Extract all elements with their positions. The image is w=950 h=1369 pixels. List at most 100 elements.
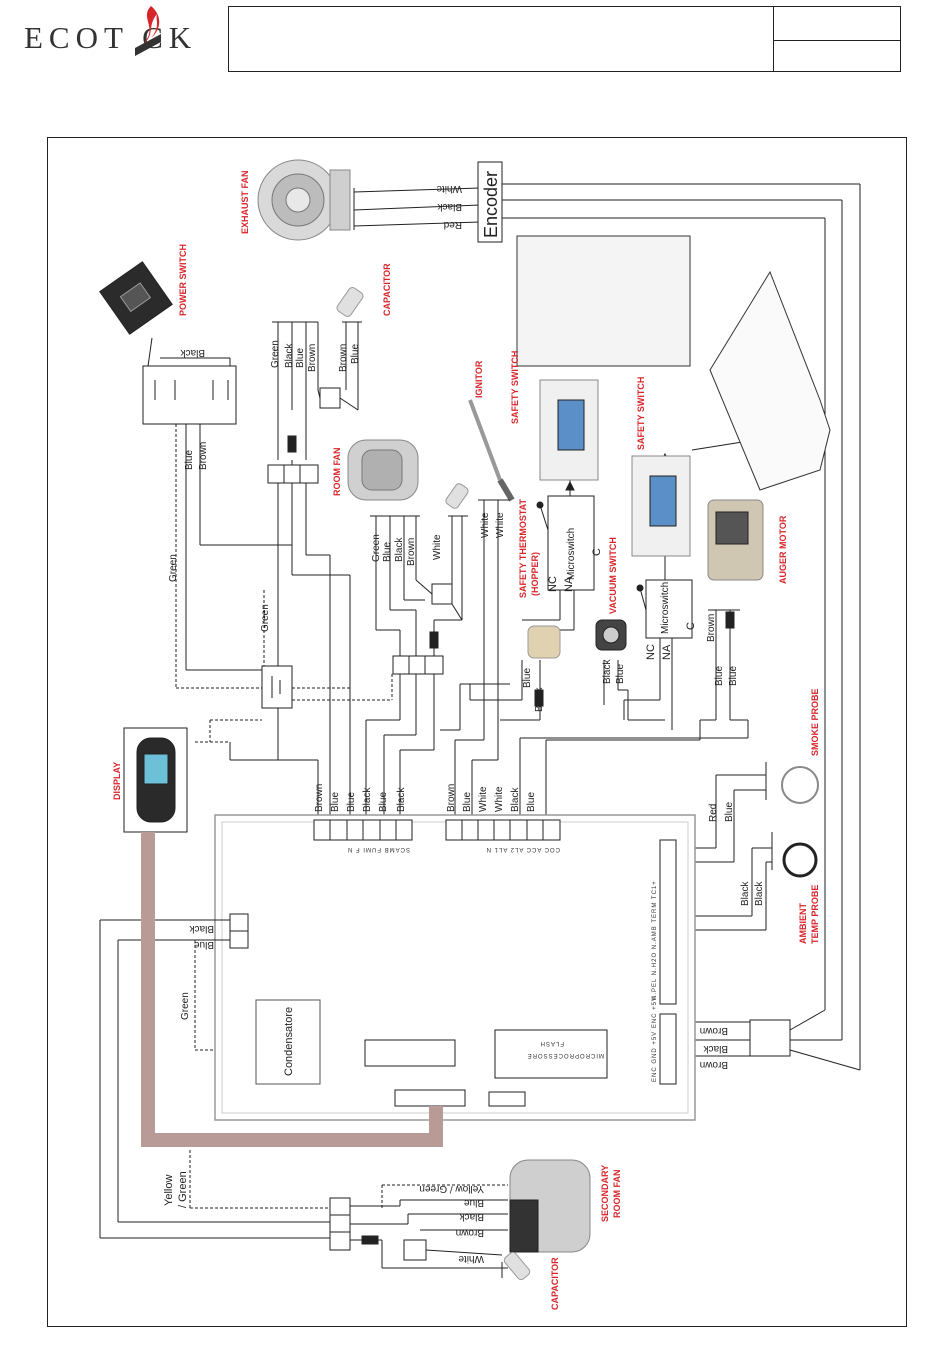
display-label: DISPLAY xyxy=(112,762,122,800)
capacitor-mid-icon xyxy=(445,483,469,509)
na-label-2: NA xyxy=(661,644,673,660)
wire-black-enc: Black xyxy=(703,1043,728,1054)
board-left-block-label: SCAMB FUMI F N xyxy=(347,846,410,852)
microprocessor-label: MICROPROCESSORE xyxy=(527,1052,604,1058)
wire-white-board-r1: White xyxy=(478,786,489,812)
exhaust-fan-label: EXHAUST FAN xyxy=(240,170,250,234)
wire-blue-sec: Blue xyxy=(464,1197,484,1208)
microswitch-1 xyxy=(547,495,595,591)
wire-blue-cap: Blue xyxy=(350,344,361,364)
nc-label-1: NC xyxy=(547,576,559,592)
wire-blue-bl: Blue xyxy=(194,939,214,950)
wire-brown-auger: Brown xyxy=(706,614,717,642)
wire-brown-board-l: Brown xyxy=(314,784,325,812)
wire-blue-board-l3: Blue xyxy=(378,792,389,812)
wire-blue-thermo: Blue xyxy=(522,668,533,688)
wire-brown-sec: Brown xyxy=(456,1227,484,1238)
wire-yellowgreen-sec: Yellow / Green xyxy=(419,1183,484,1194)
logo-text: ECOT CK xyxy=(24,20,198,55)
wire-black-ambient-1: Black xyxy=(740,881,751,906)
room-fan-terminal-block-2 xyxy=(392,655,444,675)
wire-black-top: Black xyxy=(284,343,295,368)
wire-black-power: Black xyxy=(180,347,205,358)
hopper-photo xyxy=(516,235,691,367)
wire-blue-board-l2: Blue xyxy=(346,792,357,812)
auger-motor-icon xyxy=(707,499,764,581)
wire-black-board-l1: Black xyxy=(362,787,373,812)
wire-green-ground: Green xyxy=(260,604,271,632)
board-terminals-bottom-left xyxy=(229,913,249,949)
wire-blue-roomfan: Blue xyxy=(382,542,393,562)
secondary-room-fan-icon xyxy=(509,1159,591,1253)
room-fan-label: ROOM FAN xyxy=(332,448,342,497)
secondary-fan-terminal-block xyxy=(329,1197,351,1251)
wire-black-exhaust: Black xyxy=(437,201,462,212)
board-chip-2 xyxy=(488,1091,526,1107)
wire-black-board-l2: Black xyxy=(396,787,407,812)
ambient-probe-label-1: AMBIENT xyxy=(798,903,808,944)
ignitor-icon xyxy=(468,399,515,502)
wire-red-smoke: Red xyxy=(708,804,719,822)
wire-red-exhaust: Red xyxy=(444,219,462,230)
capacitor-bottom-label: CAPACITOR xyxy=(550,1257,560,1310)
wire-black-thermo: Black xyxy=(534,687,545,712)
wire-brown-board-r: Brown xyxy=(446,784,457,812)
microswitch-2-label: Microswitch xyxy=(660,582,671,634)
wire-black-board-r: Black xyxy=(510,787,521,812)
wire-black-vacuum: Black xyxy=(602,659,613,684)
wire-blue-top: Blue xyxy=(295,348,306,368)
title-block xyxy=(228,6,901,72)
smoke-probe-icon xyxy=(781,766,819,804)
ground-block xyxy=(261,665,293,709)
safety-switch-2-label: SAFETY SWITCH xyxy=(636,377,646,450)
wire-yellow-label: Yellow xyxy=(163,1175,175,1206)
safety-switch-1-label: SAFETY SWITCH xyxy=(510,351,520,424)
wire-blue-vacuum: Blue xyxy=(615,664,626,684)
wire-white-ignitor-2: White xyxy=(495,512,506,538)
wire-blue-board-r2: Blue xyxy=(526,792,537,812)
wire-brown-enc-2: Brown xyxy=(700,1059,728,1070)
room-fan-icon xyxy=(347,439,419,501)
power-switch-label: POWER SWITCH xyxy=(178,244,188,316)
display-icon xyxy=(136,737,176,823)
wire-blue-board-l1: Blue xyxy=(330,792,341,812)
wire-blue-auger-1: Blue xyxy=(714,666,725,686)
wire-brown-enc-1: Brown xyxy=(700,1025,728,1036)
capacitor-top-label: CAPACITOR xyxy=(382,263,392,316)
wire-green-roomfan: Green xyxy=(371,534,382,562)
board-terminals-left xyxy=(313,819,413,841)
microprocessor-chip xyxy=(494,1029,608,1079)
room-fan-terminal-block xyxy=(267,464,319,484)
wire-brown-roomfan: Brown xyxy=(406,538,417,566)
board-enc-block-label: ENC GND +5V ENC +5V xyxy=(652,996,658,1082)
capacitor-top-icon xyxy=(336,287,364,317)
safety-thermostat-label-1: SAFETY THERMOSTAT xyxy=(518,498,528,598)
board-side-block-label: N.PEL N.H2O N.AMB TERM TC1+ xyxy=(652,880,658,1000)
c-label-1: C xyxy=(591,548,603,556)
wire-blue-smoke: Blue xyxy=(724,802,735,822)
microswitch-2 xyxy=(645,579,693,639)
wire-green-bl: Green xyxy=(180,992,191,1020)
encoder-label: Encoder xyxy=(481,171,501,238)
wire-white-board-r2: White xyxy=(494,786,505,812)
display-connector xyxy=(394,1089,466,1107)
wire-black-ambient-2: Black xyxy=(754,881,765,906)
board-terminals-side xyxy=(659,839,677,1085)
wire-black-bl: Black xyxy=(189,923,214,934)
secondary-fan-label-2: ROOM FAN xyxy=(612,1170,622,1219)
flash-label: FLASH xyxy=(540,1040,564,1046)
smoke-probe-label: SMOKE PROBE xyxy=(810,688,820,756)
flame-logo-icon xyxy=(135,6,161,56)
vacuum-switch-icon xyxy=(595,619,627,651)
ambient-probe-icon xyxy=(782,842,818,878)
wire-white-ignitor-1: White xyxy=(480,512,491,538)
wire-black-roomfan: Black xyxy=(394,537,405,562)
wire-blue-power: Blue xyxy=(184,450,195,470)
title-block-divider xyxy=(773,6,774,72)
condensatore-label: Condensatore xyxy=(283,1007,295,1076)
board-terminals-right xyxy=(445,819,561,841)
wire-brown-power: Brown xyxy=(198,442,209,470)
nc-label-2: NC xyxy=(645,644,657,660)
